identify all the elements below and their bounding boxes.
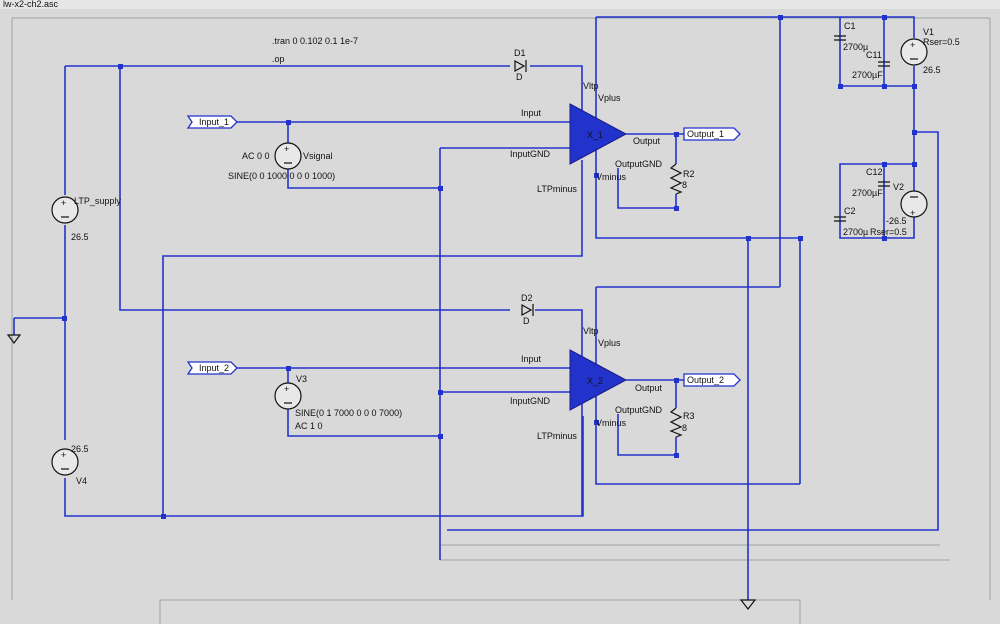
c11-ref: C11 bbox=[866, 50, 882, 60]
resistor-r2[interactable]: R2 8 bbox=[669, 163, 695, 195]
wire-supply-bridge bbox=[119, 66, 510, 311]
wire-inputgnd bbox=[439, 147, 570, 560]
plus-icon: + bbox=[284, 384, 289, 394]
source-v1[interactable]: + V1 Rser=0.5 26.5 bbox=[900, 27, 960, 75]
wire-supply-right bbox=[447, 16, 939, 600]
amp-x1-vminus: Vminus bbox=[596, 172, 627, 182]
window-title: lw-x2-ch2.asc bbox=[3, 0, 59, 9]
v2-ref: V2 bbox=[893, 182, 904, 192]
amp-x1-input: Input bbox=[521, 108, 542, 118]
vsignal-ac: AC 0 0 bbox=[242, 151, 270, 161]
amp-x1-vplus: Vplus bbox=[598, 93, 621, 103]
v1-rser: Rser=0.5 bbox=[923, 37, 960, 47]
port-output-1[interactable]: Output_1 bbox=[683, 127, 741, 141]
port-output-2[interactable]: Output_2 bbox=[683, 373, 741, 387]
amp-x1-output: Output bbox=[633, 136, 661, 146]
diode-d2[interactable]: D2 D bbox=[521, 293, 534, 326]
source-v3[interactable]: + V3 SINE(0 1 7000 0 0 0 7000) AC 1 0 bbox=[274, 374, 402, 431]
c11-value: 2700µF bbox=[852, 70, 883, 80]
diode-d1-ref: D1 bbox=[514, 48, 526, 58]
amp-x2-ref: X_2 bbox=[587, 376, 603, 386]
junction-dots bbox=[62, 15, 917, 519]
amp-x1-inputgnd: InputGND bbox=[510, 149, 551, 159]
ground-icon bbox=[6, 318, 22, 344]
port-input-1[interactable]: Input_1 bbox=[186, 115, 238, 129]
v1-value: 26.5 bbox=[923, 65, 941, 75]
amp-x1-outputgnd: OutputGND bbox=[615, 159, 663, 169]
wire-d1 bbox=[530, 65, 583, 113]
amp-x2-inputgnd: InputGND bbox=[510, 396, 551, 406]
amp-x2-outputgnd: OutputGND bbox=[615, 405, 663, 415]
source-ltp-supply[interactable]: + LTP_supply 26.5 bbox=[51, 196, 121, 242]
v1-ref: V1 bbox=[923, 27, 934, 37]
amp-x2-ltpminus: LTPminus bbox=[537, 431, 577, 441]
guide-line bbox=[11, 17, 991, 624]
v2-rser: Rser=0.5 bbox=[870, 227, 907, 237]
capacitor-c1[interactable]: C1 2700µ bbox=[834, 21, 868, 52]
amp-x2-input: Input bbox=[521, 354, 542, 364]
v3-ref: V3 bbox=[296, 374, 307, 384]
wire-ltp-supply-rail bbox=[64, 65, 584, 517]
resistor-r3[interactable]: R3 8 bbox=[669, 407, 695, 438]
diode-d1-model: D bbox=[516, 72, 523, 82]
port-input-2-label: Input_2 bbox=[199, 363, 229, 373]
diode-d2-ref: D2 bbox=[521, 293, 533, 303]
c2-value: 2700µ bbox=[843, 227, 868, 237]
r3-value: 8 bbox=[682, 423, 687, 433]
window-titlebar bbox=[0, 0, 1000, 9]
amp-x2-vplus: Vplus bbox=[598, 338, 621, 348]
plus-icon: + bbox=[61, 450, 66, 460]
v3-ac: AC 1 0 bbox=[295, 421, 323, 431]
port-input-1-label: Input_1 bbox=[199, 117, 229, 127]
diode-d1[interactable]: D1 D bbox=[514, 48, 527, 82]
wire-ltpminus1 bbox=[162, 160, 583, 516]
plus-icon: + bbox=[284, 144, 289, 154]
v4-ref: V4 bbox=[76, 476, 87, 486]
port-output-1-label: Output_1 bbox=[687, 129, 724, 139]
tran-directive: .tran 0 0.102 0.1 1e-7 bbox=[272, 36, 358, 46]
v3-sine: SINE(0 1 7000 0 0 0 7000) bbox=[295, 408, 402, 418]
amplifier-x1[interactable]: X_1 Vltp Vplus Input InputGND LTPminus V… bbox=[510, 81, 663, 194]
v2-value: -26.5 bbox=[886, 216, 907, 226]
plus-icon: + bbox=[61, 198, 66, 208]
wire-d2 bbox=[535, 309, 583, 356]
r2-ref: R2 bbox=[683, 169, 695, 179]
capacitor-c11[interactable]: C11 2700µF bbox=[852, 50, 890, 80]
amp-x2-vltp: Vltp bbox=[583, 326, 599, 336]
wire-vsignal bbox=[287, 122, 440, 189]
amp-x1-ref: X_1 bbox=[587, 130, 603, 140]
amp-x2-vminus: Vminus bbox=[596, 418, 627, 428]
r3-ref: R3 bbox=[683, 411, 695, 421]
c2-ref: C2 bbox=[844, 206, 856, 216]
v4-value: 26.5 bbox=[71, 444, 89, 454]
amp-x1-ltpminus: LTPminus bbox=[537, 184, 577, 194]
port-output-2-label: Output_2 bbox=[687, 375, 724, 385]
port-input-2[interactable]: Input_2 bbox=[186, 361, 238, 375]
c1-ref: C1 bbox=[844, 21, 856, 31]
capacitor-c2[interactable]: C2 2700µ bbox=[834, 206, 868, 237]
ground-icon bbox=[739, 599, 757, 610]
amp-x1-vltp: Vltp bbox=[583, 81, 599, 91]
ltp-supply-ref: LTP_supply bbox=[74, 196, 121, 206]
r2-value: 8 bbox=[682, 180, 687, 190]
c12-ref: C12 bbox=[866, 167, 883, 177]
amp-x2-output: Output bbox=[635, 383, 663, 393]
capacitor-c12[interactable]: C12 2700µF bbox=[852, 167, 890, 198]
c1-value: 2700µ bbox=[843, 42, 868, 52]
diode-d2-model: D bbox=[523, 316, 530, 326]
source-vsignal[interactable]: + AC 0 0 Vsignal SINE(0 0 1000 0 0 0 100… bbox=[228, 142, 335, 181]
source-v2[interactable]: + V2 -26.5 Rser=0.5 bbox=[870, 182, 928, 237]
source-v4[interactable]: + 26.5 V4 bbox=[51, 444, 89, 486]
amplifier-x2[interactable]: X_2 Vltp Vplus Input InputGND LTPminus V… bbox=[510, 326, 663, 441]
plus-icon: + bbox=[910, 208, 915, 218]
vsignal-ref: Vsignal bbox=[303, 151, 333, 161]
plus-icon: + bbox=[910, 40, 915, 50]
vsignal-sine: SINE(0 0 1000 0 0 0 1000) bbox=[228, 171, 335, 181]
ltp-supply-value: 26.5 bbox=[71, 232, 89, 242]
op-directive: .op bbox=[272, 54, 285, 64]
c12-value: 2700µF bbox=[852, 188, 883, 198]
